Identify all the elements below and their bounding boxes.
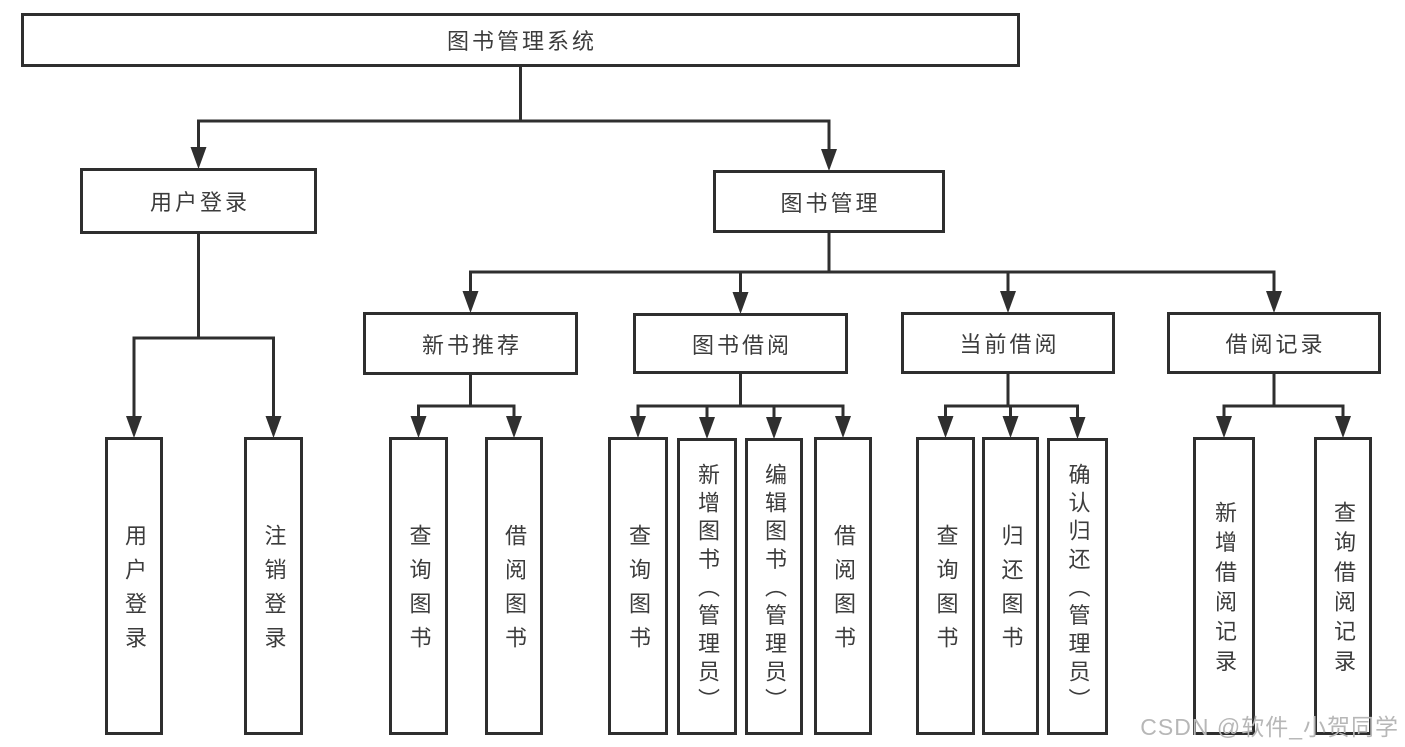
arrowhead-logout — [265, 416, 282, 438]
arrowhead-br-query-record — [1335, 416, 1351, 438]
node-bb-borrow-book: 借阅图书 — [814, 437, 872, 735]
arrowhead-current-borrow — [1000, 291, 1016, 313]
node-label: 当前借阅 — [959, 332, 1060, 357]
node-book-mgmt: 图书管理 — [713, 170, 945, 233]
node-label: 新书推荐 — [421, 332, 522, 358]
node-br-query-record: 查询借阅记录 — [1314, 437, 1372, 735]
node-label: 查询图书 — [933, 523, 959, 661]
watermark-text: CSDN @软件_小贺同学 — [1140, 714, 1399, 740]
node-bb-add-book: 新增图书（管理员） — [677, 438, 737, 735]
arrowhead-bb-query-book — [630, 416, 646, 438]
node-user-login: 用户登录 — [80, 168, 317, 234]
arrowhead-bb-add-book — [699, 417, 715, 439]
arrowhead-new-book-rec — [462, 291, 479, 313]
arrowhead-borrow-records — [1266, 291, 1282, 313]
node-label: 图书借阅 — [691, 332, 792, 358]
node-book-borrow: 图书借阅 — [633, 313, 848, 374]
arrowhead-cb-return-book — [1002, 416, 1019, 438]
node-label: 注销登录 — [261, 523, 287, 661]
node-rec-query-book: 查询图书 — [389, 437, 448, 735]
node-bb-edit-book: 编辑图书（管理员） — [745, 438, 803, 735]
node-label: 借阅图书 — [831, 523, 856, 661]
node-label: 借阅记录 — [1225, 332, 1326, 357]
node-cb-query-book: 查询图书 — [916, 437, 975, 735]
arrowhead-bb-edit-book — [766, 417, 782, 439]
node-root: 图书管理系统 — [21, 13, 1020, 67]
arrowhead-cb-confirm-return — [1069, 417, 1086, 439]
node-borrow-records: 借阅记录 — [1167, 312, 1381, 374]
node-cb-return-book: 归还图书 — [982, 437, 1039, 735]
arrowhead-cb-query-book — [937, 416, 954, 438]
node-login: 用户登录 — [105, 437, 163, 735]
node-label: 图书管理系统 — [446, 29, 597, 54]
node-label: 编辑图书（管理员） — [762, 462, 787, 717]
arrowhead-login — [126, 416, 142, 438]
node-logout: 注销登录 — [244, 437, 303, 735]
node-label: 查询借阅记录 — [1331, 500, 1356, 679]
node-label: 确认归还（管理员） — [1065, 462, 1091, 717]
node-label: 用户登录 — [149, 190, 250, 215]
arrowhead-rec-borrow-book — [506, 416, 522, 438]
node-label: 借阅图书 — [502, 523, 527, 661]
arrowhead-book-mgmt — [821, 149, 837, 171]
node-label: 用户登录 — [122, 523, 147, 661]
node-label: 新增借阅记录 — [1212, 500, 1237, 679]
arrowhead-br-add-record — [1216, 416, 1232, 438]
node-label: 查询图书 — [626, 523, 651, 661]
node-cb-confirm-return: 确认归还（管理员） — [1047, 438, 1108, 735]
node-current-borrow: 当前借阅 — [901, 312, 1115, 374]
arrowhead-book-borrow — [732, 292, 749, 314]
node-bb-query-book: 查询图书 — [608, 437, 668, 735]
node-label: 图书管理 — [780, 190, 881, 216]
node-label: 归还图书 — [998, 523, 1024, 661]
node-label: 查询图书 — [406, 523, 432, 661]
node-label: 新增图书（管理员） — [695, 462, 720, 717]
arrowhead-rec-query-book — [410, 416, 427, 438]
arrowhead-user-login — [190, 147, 207, 169]
node-rec-borrow-book: 借阅图书 — [485, 437, 543, 735]
node-new-book-rec: 新书推荐 — [363, 312, 578, 375]
node-br-add-record: 新增借阅记录 — [1193, 437, 1255, 735]
arrowhead-bb-borrow-book — [835, 416, 851, 438]
